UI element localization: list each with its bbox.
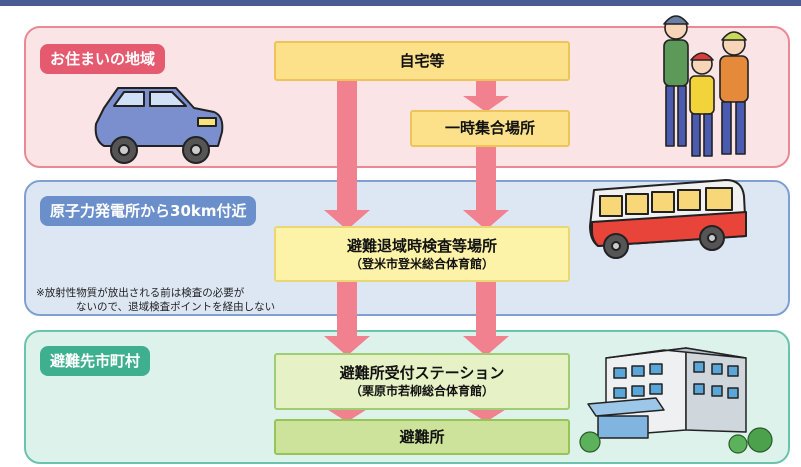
note: ※放射性物質が放出される前は検査の必要が ないので、退域検査ポイントを経由しない	[36, 286, 276, 314]
box-inspection-title: 避難退域時検査等場所	[346, 236, 497, 255]
box-shelter: 避難所	[274, 419, 570, 455]
top-border	[0, 0, 801, 6]
box-home-label: 自宅等	[399, 51, 445, 70]
arrow-home-to-inspection-left	[337, 81, 357, 212]
box-home: 自宅等	[274, 41, 570, 81]
note-line-1: ※放射性物質が放出される前は検査の必要が	[36, 287, 245, 299]
box-assembly: 一時集合場所	[410, 110, 570, 147]
arrowhead-reception-right	[463, 336, 509, 356]
arrowhead-shelter-right	[464, 408, 508, 422]
box-reception: 避難所受付ステーション （栗原市若柳総合体育館）	[274, 353, 570, 410]
zone-label-residence: お住まいの地域	[40, 44, 166, 74]
box-assembly-label: 一時集合場所	[444, 119, 535, 137]
arrowhead-shelter-left	[325, 408, 369, 422]
box-reception-venue: （栗原市若柳総合体育館）	[349, 384, 494, 398]
arrowhead-assembly	[463, 96, 509, 112]
box-inspection: 避難退域時検査等場所 （登米市登米総合体育館）	[274, 226, 570, 282]
zone-label-destination: 避難先市町村	[40, 346, 151, 376]
box-shelter-label: 避難所	[399, 427, 445, 446]
box-reception-title: 避難所受付ステーション	[339, 364, 505, 382]
box-inspection-venue: （登米市登米総合体育館）	[349, 256, 494, 271]
arrowhead-inspection-left	[324, 210, 370, 230]
arrowhead-reception-left	[324, 336, 370, 356]
zone-label-30km: 原子力発電所から30km付近	[40, 196, 257, 226]
note-line-2: ないので、退域検査ポイントを経由しない	[76, 301, 276, 313]
arrowhead-inspection-right	[463, 210, 509, 230]
